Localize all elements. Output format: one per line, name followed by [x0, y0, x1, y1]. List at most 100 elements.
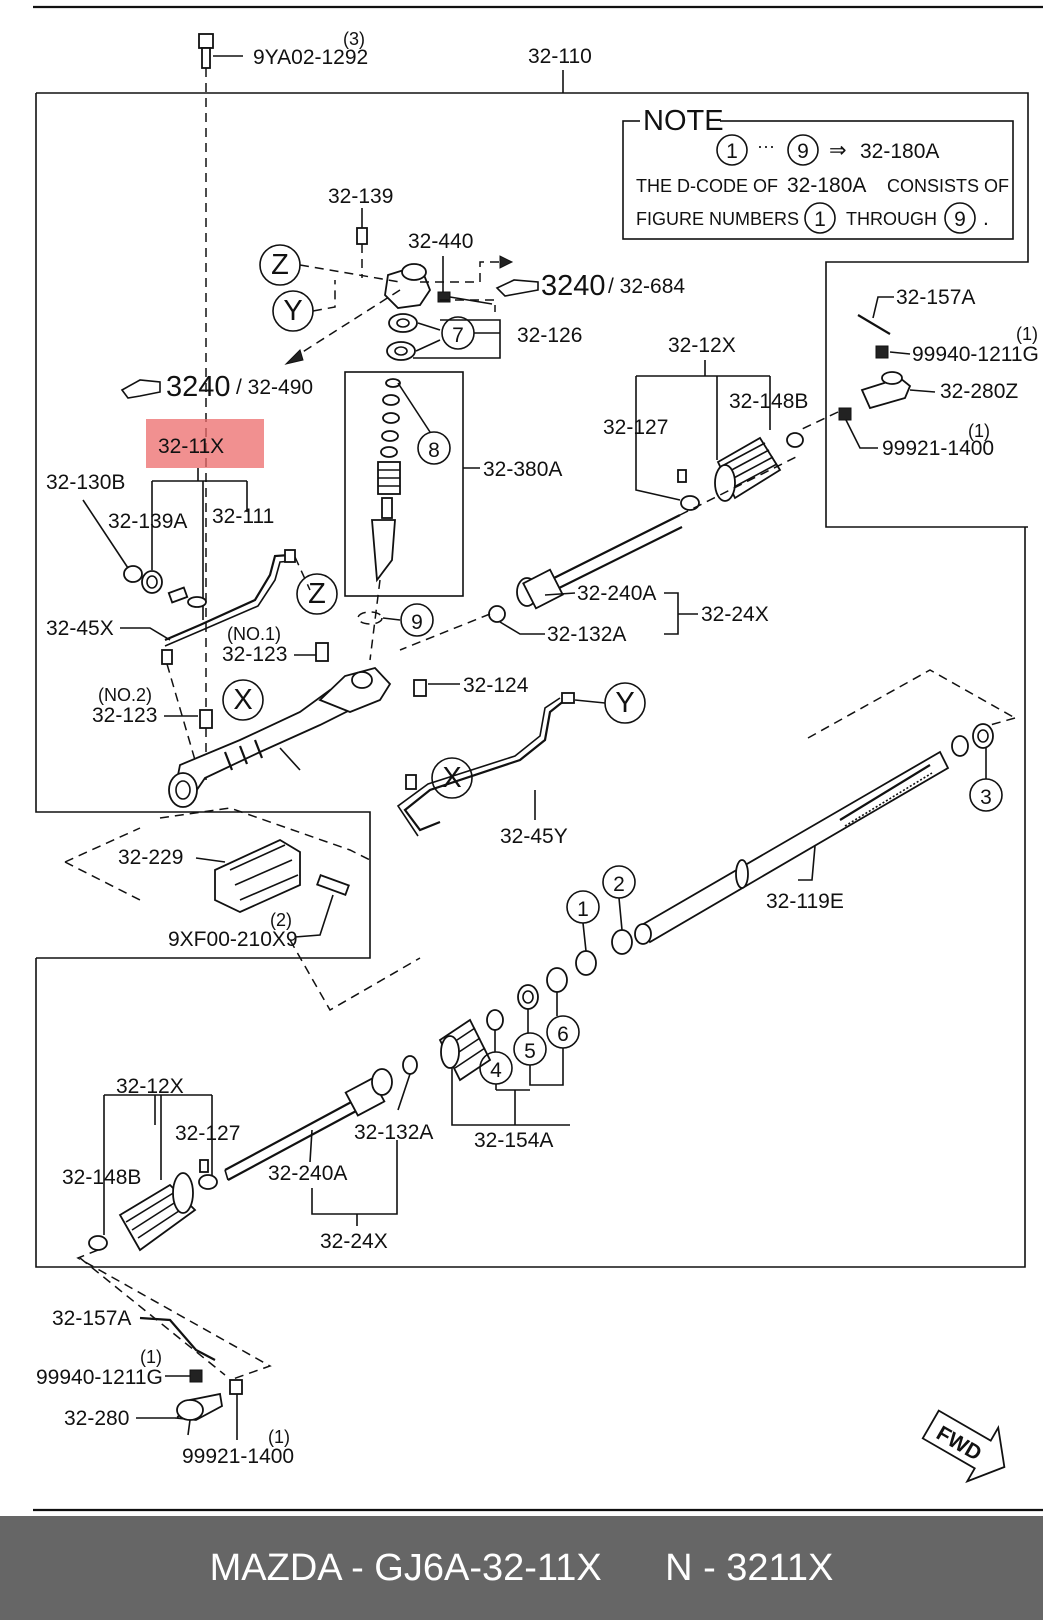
num-5: 5 [524, 1040, 536, 1063]
label-32-139: 32-139 [328, 185, 393, 208]
note-line3-b: 1 [814, 208, 826, 231]
label-99940-qty-top: (1) [1016, 324, 1038, 344]
note-title: NOTE [643, 105, 724, 137]
num-6: 6 [557, 1023, 569, 1046]
label-32-240a-bottom: 32-240A [268, 1162, 347, 1185]
assembly-frame-bottom [35, 527, 1026, 1268]
label-99921-top: 99921-1400 [882, 437, 994, 460]
callout-y-top: Y [283, 295, 302, 327]
footer-bar: MAZDA - GJ6A-32-11X N - 3211X [0, 1516, 1043, 1620]
label-32-380a: 32-380A [483, 458, 562, 481]
num-4: 4 [490, 1059, 502, 1082]
label-32-127-top: 32-127 [603, 416, 668, 439]
note-code: 32-180A [860, 140, 939, 163]
label-99940-qty-bottom: (1) [140, 1347, 162, 1367]
note-range-end: 9 [797, 140, 809, 163]
label-32-119e: 32-119E [766, 890, 844, 913]
label-9xf00-qty: (2) [270, 910, 292, 930]
footer-ref: N - 3211X [665, 1546, 834, 1589]
label-99921-qty-top: (1) [968, 421, 990, 441]
tie-rod-top [516, 514, 683, 610]
label-32-123-no2: 32-123 [92, 704, 157, 727]
note-line3-c: THROUGH [846, 209, 937, 229]
label-32-148b-bottom: 32-148B [62, 1166, 141, 1189]
footer-part-number: MAZDA - GJ6A-32-11X [209, 1546, 602, 1589]
label-32-45y: 32-45Y [500, 825, 568, 848]
label-32-123-no1: 32-123 [222, 643, 287, 666]
bellows-32-154a [438, 1018, 492, 1082]
label-32-132a-top: 32-132A [547, 623, 626, 646]
highlight-32-11x [146, 419, 264, 468]
label-32-157a-bottom: 32-157A [52, 1307, 131, 1330]
label-32-132a-bottom: 32-132A [354, 1121, 433, 1144]
washers-32-126 [386, 313, 441, 361]
callout-x-mid: X [442, 762, 461, 794]
pipe-32-45x [164, 553, 291, 642]
note-line3-e: . [983, 207, 989, 230]
note-arrow: ⇒ [829, 139, 847, 162]
bolt-32-124 [413, 679, 427, 697]
label-32-12x-bottom: 32-12X [116, 1075, 184, 1098]
gear-housing [168, 666, 392, 808]
label-32-126: 32-126 [517, 324, 582, 347]
ref-3240-490: 3240 / 32-490 [120, 371, 313, 403]
label-99921-qty-bottom: (1) [268, 1427, 290, 1447]
label-99921-bottom: 99921-1400 [182, 1445, 294, 1468]
num-3: 3 [980, 786, 992, 809]
label-99940-top: 99940-1211G [912, 343, 1039, 366]
bracket-32-229 [214, 838, 301, 913]
bolt-top-qty: (3) [343, 29, 365, 49]
cotter-pin-bottom [139, 1316, 216, 1361]
note-line2-c: CONSISTS OF [887, 176, 1009, 196]
bolt-32-123-no1 [315, 642, 329, 662]
pinion-housing [384, 256, 493, 309]
label-32-45x: 32-45X [46, 617, 114, 640]
bolt-top-label: 9YA02-1292 [253, 46, 368, 69]
label-32-280: 32-280 [64, 1407, 129, 1430]
label-32-127-bottom: 32-127 [175, 1122, 240, 1145]
boot-top [677, 432, 804, 511]
label-32-139a: 32-139A [108, 510, 187, 533]
bushing-3 [951, 723, 994, 757]
nut-top [875, 345, 889, 359]
num-1: 1 [577, 898, 589, 921]
tie-rod-end-top [860, 371, 936, 410]
callout-x-left: X [233, 684, 252, 716]
label-32-111: 32-111 [212, 505, 274, 528]
note-line3-a: FIGURE NUMBERS [636, 209, 799, 229]
cotter-pin-top [857, 314, 891, 335]
note-line2-b: 32-180A [787, 174, 866, 197]
note-line3-d: 9 [954, 208, 966, 231]
ref-3240-a: 3240 [541, 270, 606, 302]
bolt-9xf00 [316, 874, 350, 896]
ref-32-490: / 32-490 [236, 376, 313, 399]
label-32-148b-top: 32-148B [729, 390, 808, 413]
assembly-frame-left [35, 93, 371, 959]
box-32-380a [344, 371, 464, 597]
ring-32-132a-bottom [402, 1055, 418, 1075]
callout-y-mid: Y [615, 687, 634, 719]
note-box: NOTE 1 ··· 9 ⇒ 32-180A THE D-CODE OF 32-… [622, 105, 1014, 240]
label-no1: (NO.1) [227, 624, 281, 644]
label-32-229: 32-229 [118, 846, 183, 869]
label-32-154a: 32-154A [474, 1129, 553, 1152]
note-line2-a: THE D-CODE OF [636, 176, 778, 196]
assembly-label: 32-110 [528, 45, 592, 68]
label-no2: (NO.2) [98, 685, 152, 705]
rack-32-119e [634, 750, 950, 945]
tie-rod-bottom [224, 1068, 393, 1181]
note-range-start: 1 [726, 140, 738, 163]
assembly-frame-top [36, 92, 1029, 528]
nut-99921-bottom [229, 1379, 243, 1395]
label-32-11x: 32-11X [158, 435, 224, 458]
nut-99921-top [838, 407, 852, 421]
pinion-parts [369, 378, 401, 661]
pipe-32-45y [403, 699, 566, 832]
label-32-157a-top: 32-157A [896, 286, 975, 309]
label-9xf00: 9XF00-210X9 [168, 928, 298, 951]
ref-32-684: / 32-684 [608, 275, 685, 298]
boot-bottom [88, 1159, 218, 1252]
label-32-240a-top: 32-240A [577, 582, 656, 605]
fwd-arrow: FWD [921, 1409, 1006, 1484]
ring-32-132a-top [488, 605, 506, 623]
